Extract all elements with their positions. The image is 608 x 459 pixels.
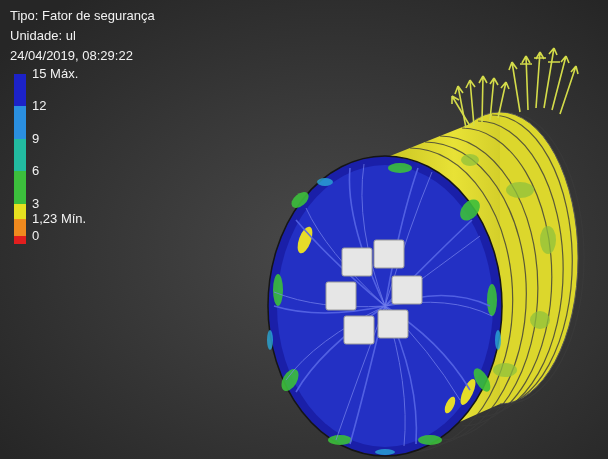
legend-value: 12 bbox=[32, 98, 46, 114]
header-text: Tipo: Fator de segurança bbox=[10, 8, 155, 24]
legend-value: 6 bbox=[32, 163, 39, 179]
hub-lugs bbox=[326, 240, 422, 344]
legend-value: 3 bbox=[32, 196, 39, 212]
wheel-face bbox=[267, 156, 502, 456]
legend-value: 9 bbox=[32, 131, 39, 147]
legend-swatch bbox=[14, 219, 26, 236]
header-text: Unidade: ul bbox=[10, 28, 76, 44]
legend-swatch bbox=[14, 74, 26, 106]
load-arrows bbox=[452, 48, 578, 128]
legend-swatch bbox=[14, 106, 26, 139]
legend-swatch bbox=[14, 204, 26, 219]
legend-value: 0 bbox=[32, 228, 39, 244]
legend-value: 15 Máx. bbox=[32, 66, 78, 82]
legend-swatch bbox=[14, 139, 26, 171]
legend-value: 1,23 Mín. bbox=[32, 211, 86, 227]
legend-swatch bbox=[14, 171, 26, 204]
header-text: 24/04/2019, 08:29:22 bbox=[10, 48, 133, 64]
legend-swatch bbox=[14, 236, 26, 244]
